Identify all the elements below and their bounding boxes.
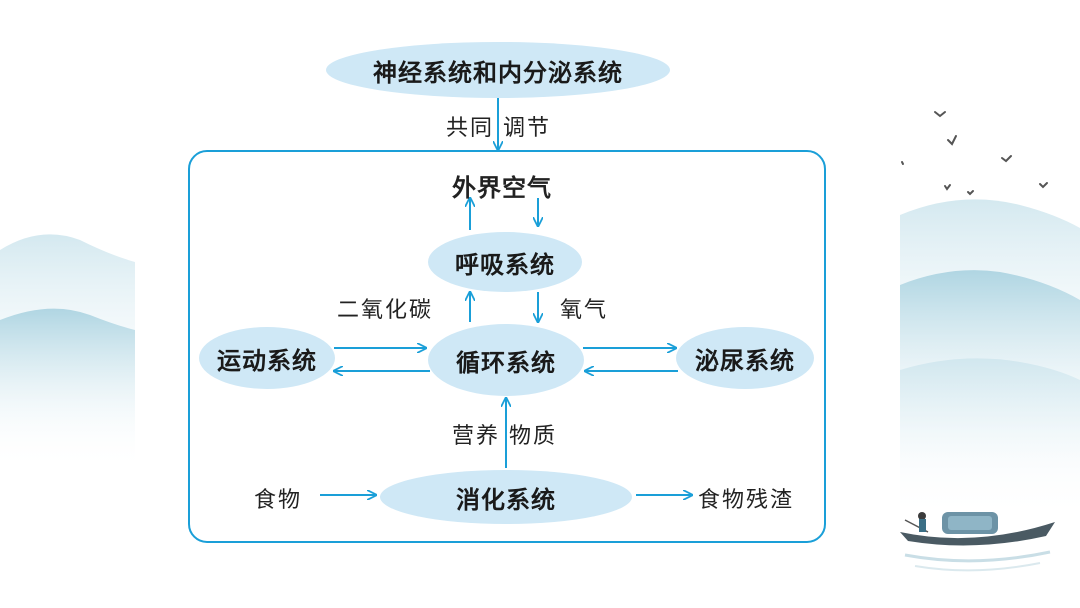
node-circulatory: 循环系统 [428,324,584,396]
label-outside-air: 外界空气 [452,174,552,202]
node-nervous-endocrine: 神经系统和内分泌系统 [326,42,670,98]
node-motor-label: 运动系统 [217,346,317,375]
label-residue: 食物残渣 [698,488,795,513]
node-urinary-label: 泌尿系统 [695,346,795,375]
node-digestive-label: 消化系统 [456,485,556,514]
node-urinary: 泌尿系统 [676,327,814,389]
label-food: 食物 [254,488,303,513]
node-circulatory-label: 循环系统 [456,348,556,377]
boat-icon [900,512,1055,572]
node-digestive: 消化系统 [380,470,632,524]
node-nervous-endocrine-label: 神经系统和内分泌系统 [373,58,623,87]
label-co2: 二氧化碳 [337,298,434,323]
label-oxygen: 氧气 [560,298,609,323]
label-regulate: 共同 调节 [446,116,551,141]
node-respiratory-label: 呼吸系统 [455,250,555,279]
label-nutrients: 营养 物质 [452,424,557,449]
node-motor: 运动系统 [199,327,335,389]
node-respiratory: 呼吸系统 [428,232,582,292]
